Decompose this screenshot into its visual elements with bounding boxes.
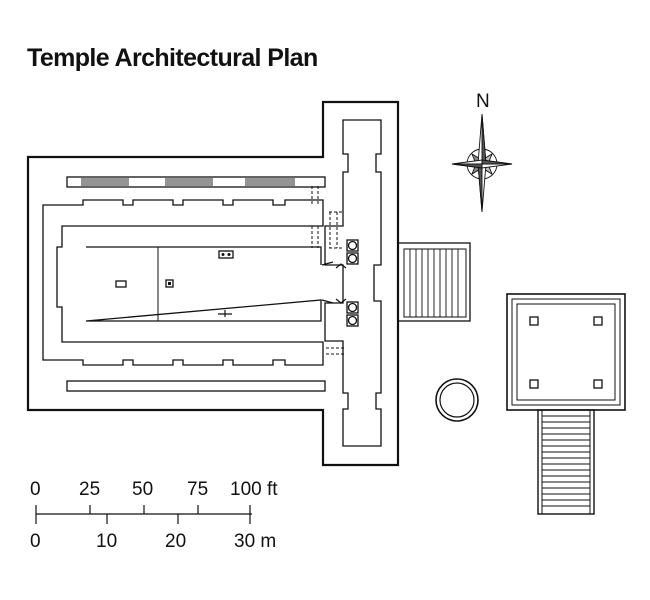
side-passages <box>311 186 344 355</box>
compass-rose: N <box>451 91 513 213</box>
compass-icon <box>451 113 513 213</box>
south-colonnade <box>66 380 326 392</box>
scale-label-m-20: 20 <box>165 531 186 552</box>
round-altar <box>435 378 479 422</box>
altar-block <box>115 280 127 288</box>
scale-label-ft-25: 25 <box>79 479 100 500</box>
compass-north-label: N <box>476 91 490 112</box>
offering-table <box>218 250 234 259</box>
peristyle-wall <box>42 199 324 366</box>
scale-meter-labels: 0 10 20 30 m <box>30 531 276 552</box>
page-title: Temple Architectural Plan <box>27 44 318 72</box>
detached-shrine <box>506 293 626 411</box>
cella <box>85 246 347 322</box>
scale-label-ft-50: 50 <box>132 479 153 500</box>
scale-label-m-30: 30 m <box>234 531 276 552</box>
north-colonnade <box>66 176 326 188</box>
scale-label-ft-100: 100 ft <box>230 479 278 500</box>
scale-label-ft-75: 75 <box>187 479 208 500</box>
scale-feet-labels: 0 25 50 75 100 ft <box>30 479 278 500</box>
scale-label-m-10: 10 <box>96 531 117 552</box>
scale-bar <box>35 505 252 524</box>
cella-marker <box>218 310 232 317</box>
scale-label-ft-0: 0 <box>30 479 41 500</box>
outer-enclosure-wall <box>26 100 400 467</box>
pronaos-hall <box>324 119 382 447</box>
columns <box>346 239 359 327</box>
entrance-stairway <box>397 242 471 322</box>
shrine-stairway <box>537 409 595 515</box>
cella-doors <box>321 261 334 304</box>
scale-label-m-0: 0 <box>30 531 41 552</box>
statue-base <box>165 279 174 288</box>
